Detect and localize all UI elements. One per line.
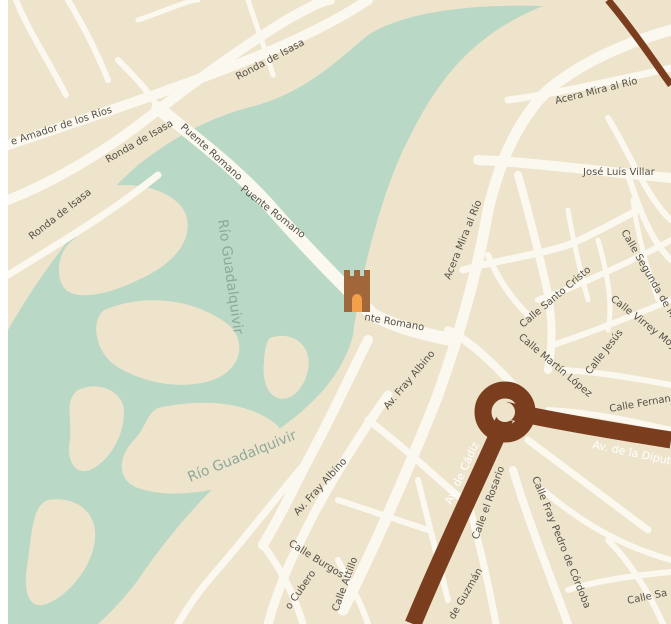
street-network [8,0,671,624]
sand-island [58,184,188,296]
sand-island [121,402,284,494]
sand-island [68,386,124,472]
roundabout-center [495,402,515,422]
map-canvas[interactable]: e Amador de los Ríos Ronda de Isasa Rond… [8,0,671,624]
castle-tower-icon[interactable] [344,270,370,312]
sand-island [25,499,96,606]
map-view[interactable]: e Amador de los Ríos Ronda de Isasa Rond… [8,0,671,624]
label-jose-luis-villar: José Luis Villar [582,166,656,178]
sand-island [263,335,309,399]
roundabout [474,381,536,443]
sand-island [96,300,240,385]
